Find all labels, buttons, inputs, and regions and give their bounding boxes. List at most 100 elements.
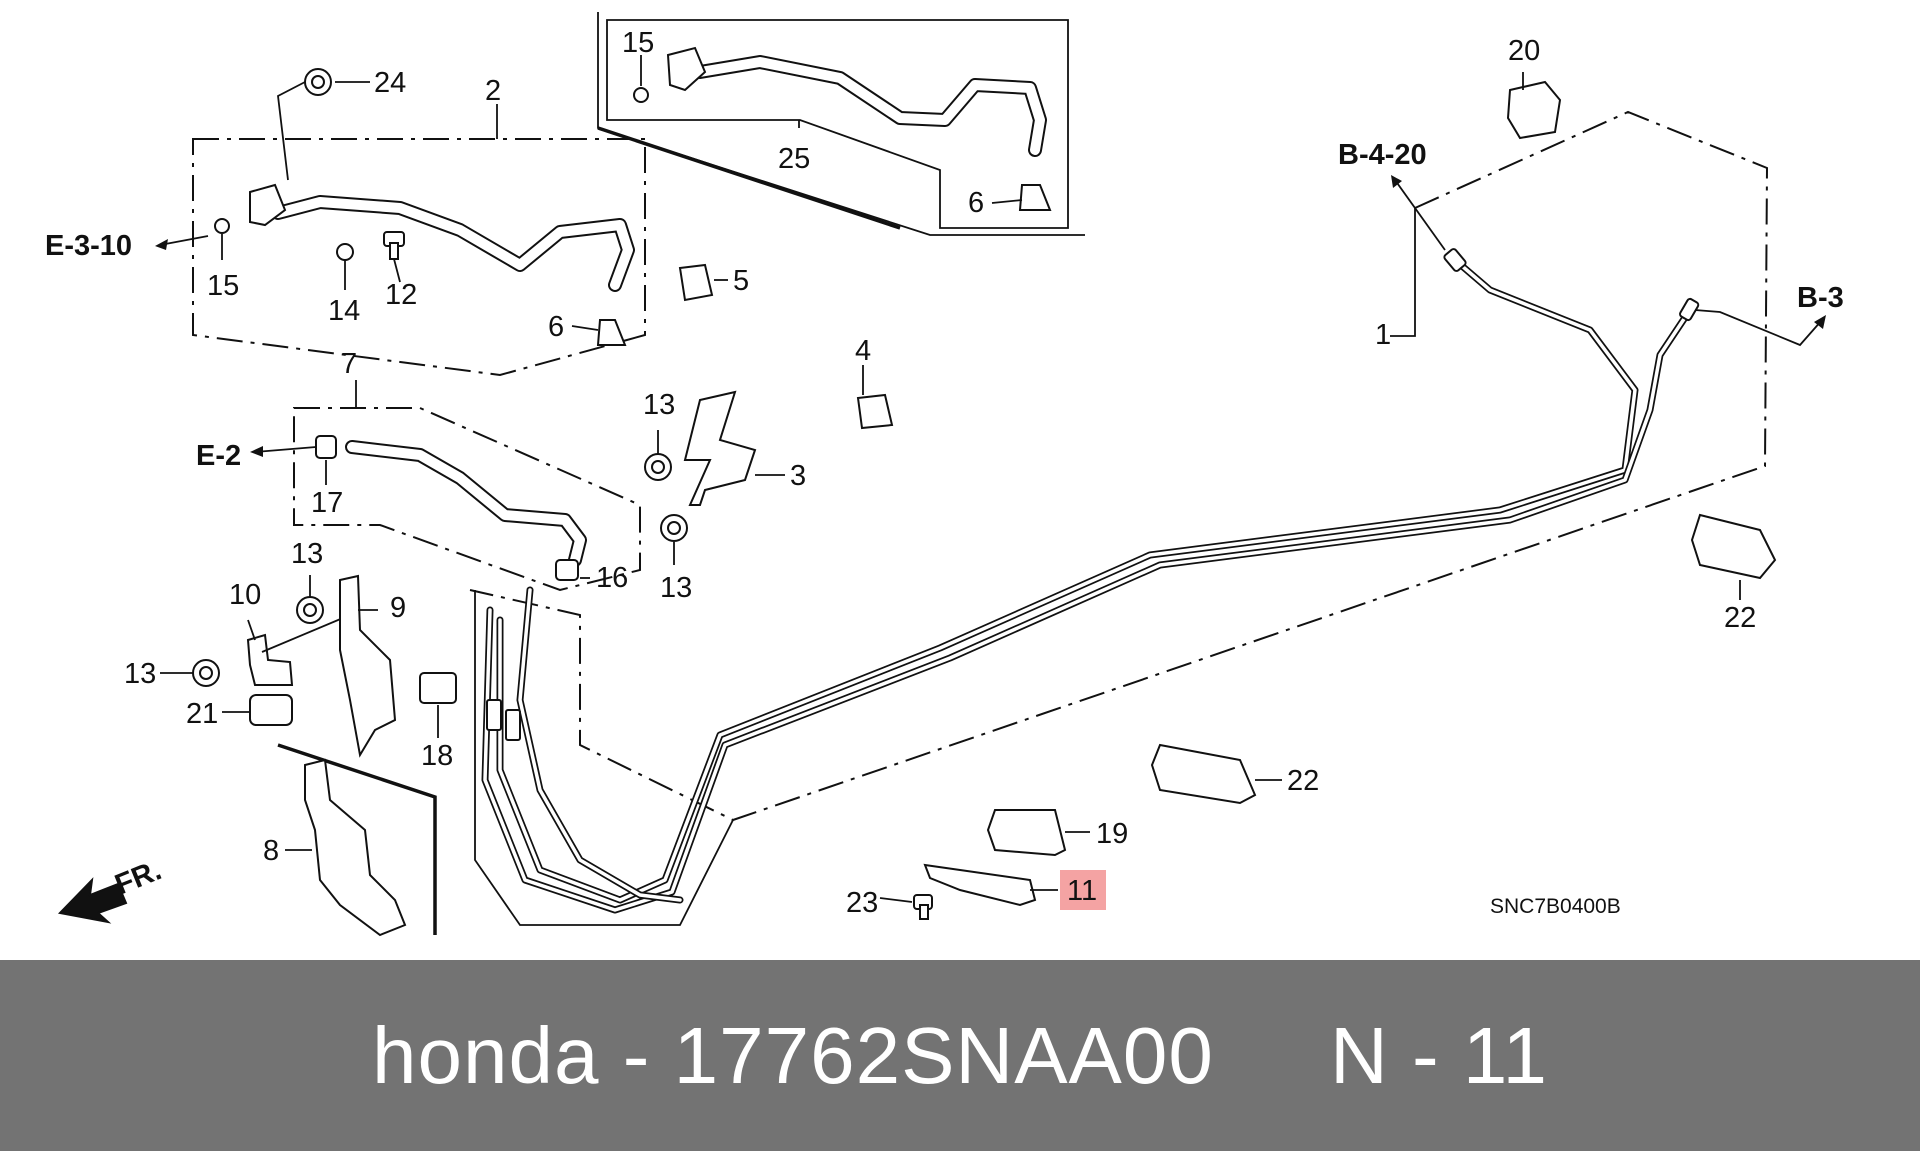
part-9-bracket [339,574,397,758]
part-22-clip-b [1150,743,1257,805]
leader-12 [393,258,401,283]
front-arrow-icon [57,877,128,924]
part-22-clip-a [1690,513,1777,580]
part-23-bolt-shaft [919,904,929,920]
footer-bar: honda - 17762SNAA00 N - 11 [0,960,1920,1151]
leader-24b [277,81,306,181]
label-25: 25 [778,143,810,175]
part-2-fitting [249,183,287,227]
hose-7 [345,440,587,567]
label-13b: 13 [660,572,692,604]
arrow-e310-line [159,235,209,246]
label-17: 17 [311,487,343,519]
frame-outline [474,590,734,926]
label-5: 5 [733,265,749,297]
highlight-11 [1060,870,1106,910]
part-10-bracket [246,633,294,686]
frame-edge [277,743,437,935]
pipe-2 [271,195,635,292]
line-1a-inner [498,258,1637,902]
part-24-nut-hole [311,75,325,89]
label-8: 8 [263,835,279,867]
label-1: 1 [1375,319,1391,351]
part-5-clip [678,263,714,302]
label-24: 24 [374,67,406,99]
arrow-b3-line [1694,309,1823,347]
part-15-washer [214,218,230,234]
part-13-nut-d-hole [199,666,213,680]
ref-b-3: B-3 [1797,282,1844,314]
arrow-b3-head [1814,315,1826,329]
arrow-e2-line [254,446,317,453]
part-13-nut-c-hole [303,603,317,617]
label-15: 15 [207,270,239,302]
part-25-fitting [666,46,707,92]
arrow-e310-head [155,239,168,250]
line-1c-inner [518,588,682,902]
part-20-junction [1506,80,1562,140]
diagram-svg: 1 2 3 4 5 6 6 7 8 9 10 11 12 13 13 13 13… [45,12,1844,937]
label-20: 20 [1508,35,1540,67]
part-6b-clip [1018,184,1052,211]
group-25-box [606,19,1069,229]
hose-7-inner [347,442,585,565]
part-16-clamp [555,559,579,581]
label-15b: 15 [622,27,654,59]
label-10: 10 [229,579,261,611]
label-14: 14 [328,295,360,327]
label-6: 6 [548,311,564,343]
group-2-box [192,138,646,377]
part-8-bracket [304,758,407,937]
label-22b: 22 [1287,765,1319,797]
part-6-clip [596,319,627,346]
leader-6b [991,199,1023,204]
part-11-bracket [923,863,1037,907]
fitting-b420 [1443,248,1467,272]
part-14-washer [336,243,354,261]
joint-b [505,709,521,741]
diagram-code: SNC7B0400B [1490,895,1621,918]
label-13c: 13 [291,538,323,570]
arrow-b420-head [1391,175,1402,188]
footer-part-info: honda - 17762SNAA00 N - 11 [372,1010,1548,1100]
part-19-clip [986,809,1067,857]
label-6b: 6 [968,187,984,219]
label-2: 2 [485,75,501,107]
label-13a: 13 [643,389,675,421]
label-16: 16 [596,562,628,594]
label-12: 12 [385,279,417,311]
part-4-clip [856,393,894,430]
leader-10 [247,619,256,641]
part-17-clamp [315,435,337,459]
label-4: 4 [855,335,871,367]
ref-e-3-10: E-3-10 [45,230,132,262]
leader-6 [571,325,599,331]
part-12-bolt-shaft [389,242,399,260]
label-9: 9 [390,592,406,624]
arrow-e2-head [250,446,263,457]
label-7: 7 [341,348,357,380]
pipe-2-inner [273,197,633,290]
label-22a: 22 [1724,602,1756,634]
joint-a [486,699,502,731]
group-25-edge [597,126,901,230]
arrow-b420-line [1394,179,1446,251]
part-13-nut-a-hole [651,460,665,474]
line-1b-inner [483,308,1692,912]
label-13d: 13 [124,658,156,690]
ref-e-2: E-2 [196,440,241,472]
label-11: 11 [1067,875,1097,907]
leader-1 [1390,208,1416,337]
label-18: 18 [421,740,453,772]
part-13-nut-b-hole [667,521,681,535]
front-label: FR. [111,854,166,901]
line-1c [516,586,684,904]
label-19: 19 [1096,818,1128,850]
parts-diagram: 1 2 3 4 5 6 6 7 8 9 10 11 12 13 13 13 13… [45,12,1844,937]
fitting-b3 [1679,297,1700,322]
ref-b-4-20: B-4-20 [1338,139,1427,171]
part-3-bracket [683,390,757,506]
group-7-box [293,407,641,592]
part-21-grommet [249,694,293,726]
label-3: 3 [790,460,806,492]
